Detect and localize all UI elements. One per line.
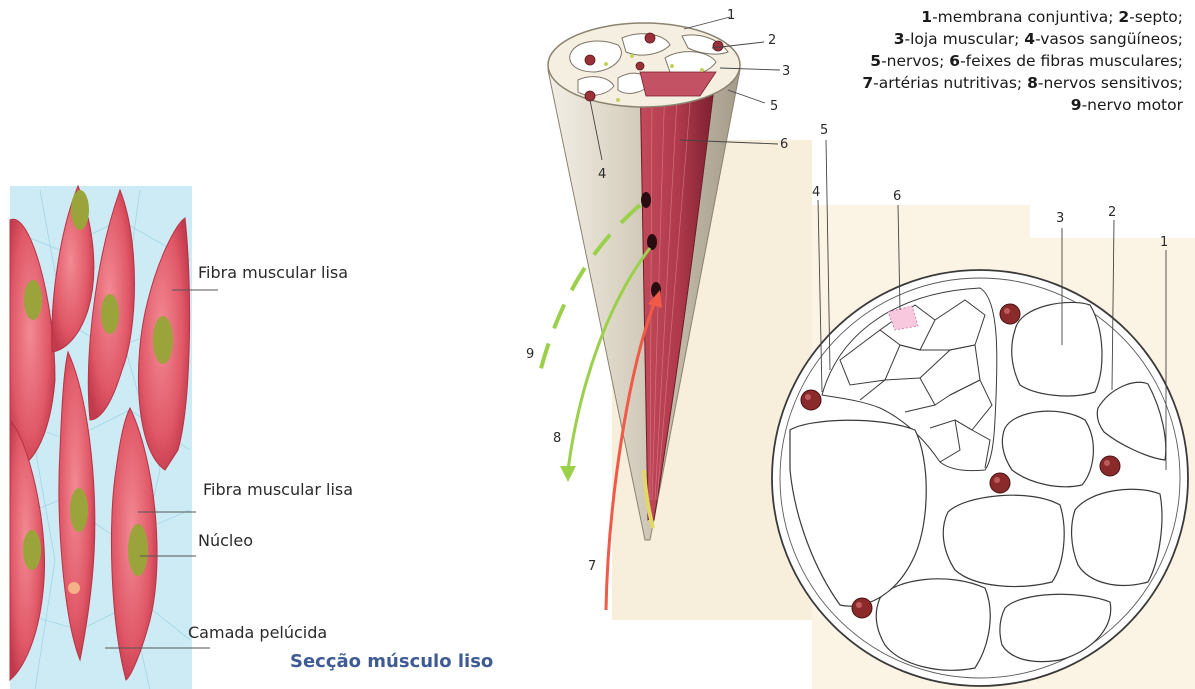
section-number-2: 2	[1108, 205, 1116, 220]
legend-text: -vasos sangüíneos;	[1035, 30, 1183, 48]
legend-line: 3-loja muscular; 4-vasos sangüíneos;	[743, 28, 1183, 50]
section-number-1: 1	[1160, 235, 1168, 250]
legend-line: 7-artérias nutritivas; 8-nervos sensitiv…	[743, 72, 1183, 94]
legend-text: -membrana conjuntiva;	[932, 8, 1118, 26]
legend-text: -nervos sensitivos;	[1038, 74, 1183, 92]
legend-text: -feixes de fibras musculares;	[960, 52, 1183, 70]
label-fibra-muscular-lisa: Fibra muscular lisa	[203, 480, 353, 499]
legend-text: -nervos;	[881, 52, 949, 70]
nucleus	[23, 530, 41, 570]
cone-number-8: 8	[553, 431, 561, 446]
legend-line: 9-nervo motor	[743, 94, 1183, 116]
legend-line: 5-nervos; 6-feixes de fibras musculares;	[743, 50, 1183, 72]
legend-number: 7	[862, 74, 873, 92]
label-nucleo: Núcleo	[198, 531, 253, 550]
section-number-4: 4	[812, 185, 820, 200]
legend-number: 1	[921, 8, 932, 26]
legend-number: 8	[1027, 74, 1038, 92]
nucleus	[70, 488, 88, 532]
legend-line: 1-membrana conjuntiva; 2-septo;	[743, 6, 1183, 28]
legend-text: -septo;	[1129, 8, 1183, 26]
legend-number: 3	[894, 30, 905, 48]
legend-number: 9	[1071, 96, 1082, 114]
nucleus	[153, 316, 173, 364]
label-fibra-muscular-lisa-top: Fibra muscular lisa	[198, 263, 348, 282]
legend-number: 5	[870, 52, 881, 70]
section-number-6: 6	[893, 189, 901, 204]
cone-number-7: 7	[588, 559, 596, 574]
legend-text: -artérias nutritivas;	[873, 74, 1027, 92]
cone-number-1: 1	[727, 8, 735, 23]
label-camada-pelucida: Camada pelúcida	[188, 623, 327, 642]
cone-number-4: 4	[598, 167, 606, 182]
nucleus	[24, 280, 42, 320]
section-number-3: 3	[1056, 211, 1064, 226]
nucleus	[128, 524, 148, 576]
muscle-cross-section: 4 5 6 3 2 1	[772, 123, 1195, 689]
section-number-5: 5	[820, 123, 828, 138]
nucleus	[101, 294, 119, 334]
legend-number: 6	[949, 52, 960, 70]
legend-text: -loja muscular;	[904, 30, 1024, 48]
sensory-nerve-arrow	[560, 466, 576, 482]
smooth-muscle-illustration: Fibra muscular lisa Fibra muscular lisa …	[10, 186, 353, 689]
nucleus	[71, 190, 89, 230]
figure-caption: Secção músculo liso	[290, 651, 493, 672]
legend-text: -nervo motor	[1082, 96, 1183, 114]
cone-number-6: 6	[780, 137, 788, 152]
legend: 1-membrana conjuntiva; 2-septo; 3-loja m…	[743, 6, 1183, 116]
legend-number: 2	[1118, 8, 1129, 26]
cone-number-9: 9	[526, 347, 534, 362]
legend-number: 4	[1024, 30, 1035, 48]
